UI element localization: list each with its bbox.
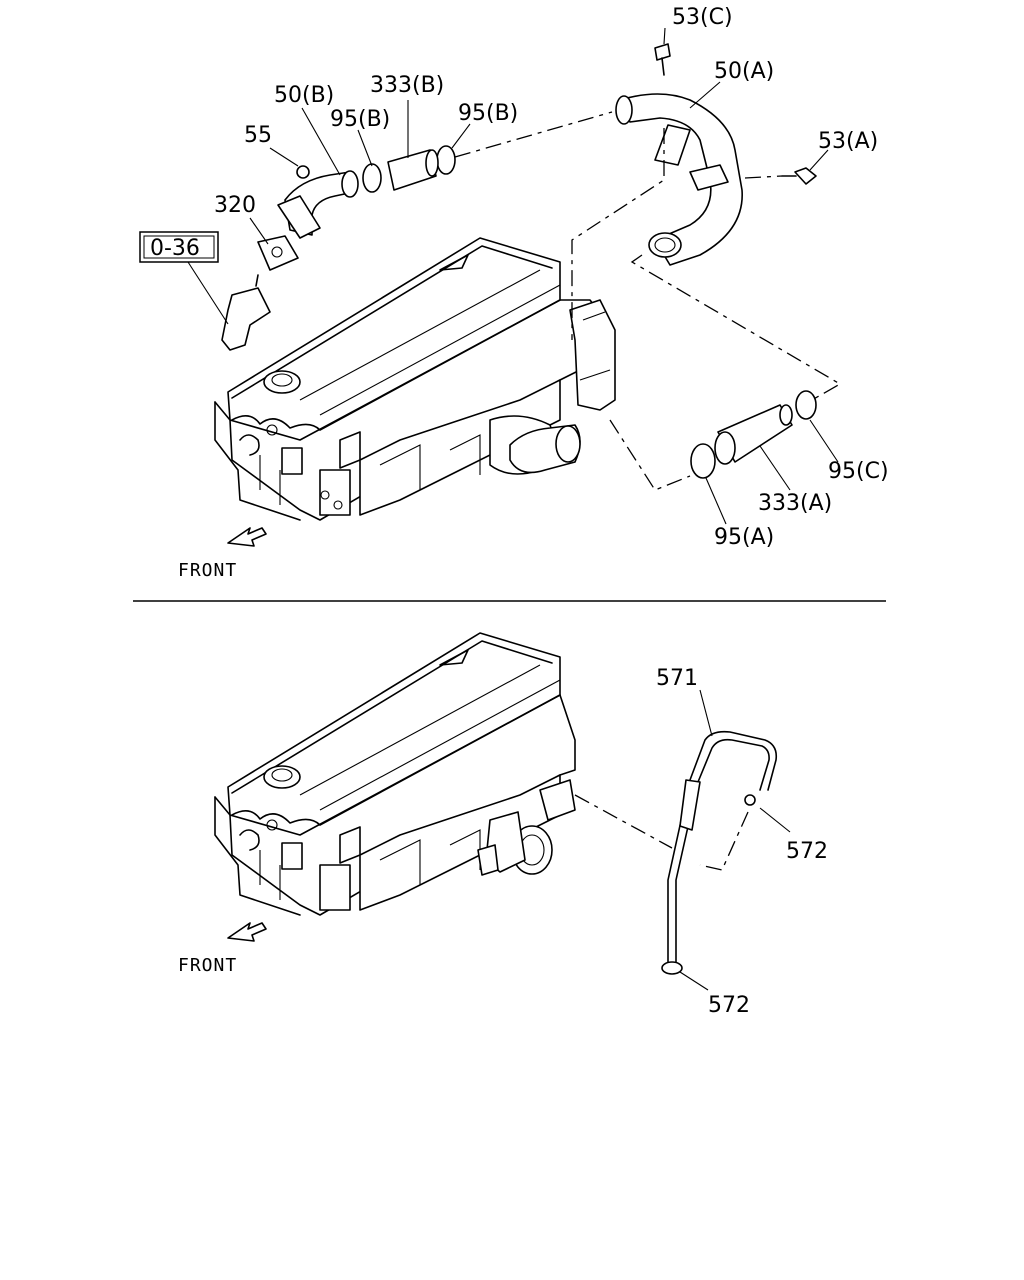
engine-bottom bbox=[214, 632, 576, 916]
label-572-lower: 572 bbox=[708, 993, 750, 1018]
breather-hose bbox=[574, 689, 791, 991]
label-53a: 53(A) bbox=[818, 129, 878, 154]
label-333b: 333(B) bbox=[370, 73, 444, 98]
front-arrow-top-icon bbox=[227, 527, 267, 547]
label-53c: 53(C) bbox=[672, 5, 733, 30]
front-label-bottom: FRONT bbox=[178, 955, 237, 976]
front-label-top: FRONT bbox=[178, 560, 237, 581]
label-572-upper: 572 bbox=[786, 839, 828, 864]
label-50b: 50(B) bbox=[274, 83, 334, 108]
reference-box bbox=[139, 231, 219, 263]
label-571: 571 bbox=[656, 666, 698, 691]
hose-assembly-top bbox=[187, 27, 842, 525]
label-95b-right: 95(B) bbox=[458, 101, 518, 126]
label-55: 55 bbox=[244, 123, 272, 148]
label-ref-036: 0-36 bbox=[150, 236, 200, 261]
label-95a: 95(A) bbox=[714, 525, 774, 550]
front-arrow-bottom-icon bbox=[227, 922, 267, 942]
label-50a: 50(A) bbox=[714, 59, 774, 84]
label-333a: 333(A) bbox=[758, 491, 832, 516]
label-320: 320 bbox=[214, 193, 256, 218]
label-95c: 95(C) bbox=[828, 459, 889, 484]
label-95b-left: 95(B) bbox=[330, 107, 390, 132]
engine-top bbox=[214, 237, 616, 521]
